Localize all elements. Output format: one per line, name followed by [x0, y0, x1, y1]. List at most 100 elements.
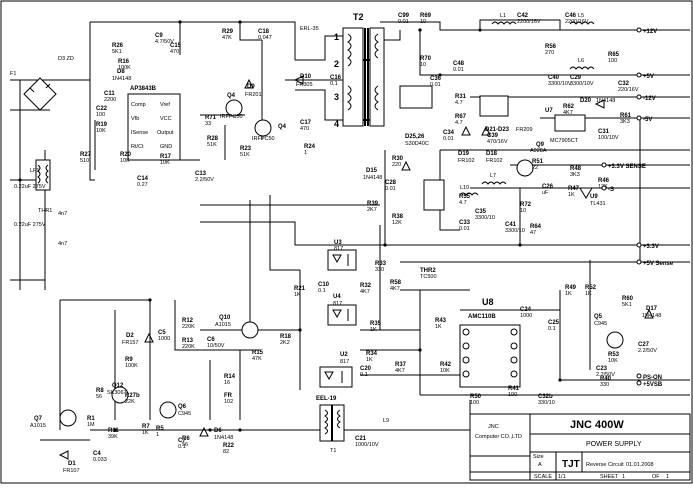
u1-pin-vref: Vref: [160, 102, 170, 108]
passive-ref: R58: [390, 280, 402, 286]
thermistor-label: THR1: [38, 208, 52, 214]
passive-value: 33: [205, 121, 211, 127]
passive-value: 47K: [252, 356, 262, 362]
passive-ref: R61: [620, 113, 632, 119]
passive-ref: C13: [195, 171, 207, 177]
passive-value: 3300/10: [475, 215, 495, 221]
d21-part: FR209: [516, 127, 533, 133]
passive-value: 22: [532, 165, 538, 171]
passive-ref: R48: [570, 166, 582, 172]
u9-part: TL431: [590, 201, 606, 207]
passive-value: 10: [520, 208, 526, 214]
title-scale-value: 1/1: [558, 474, 566, 480]
passive-value: 0.1: [548, 326, 556, 332]
passive-value: 3K3: [620, 119, 630, 125]
u4-ref: U4: [333, 294, 341, 300]
bridge-rectifier: [23, 77, 57, 111]
q7-ref: Q7: [34, 416, 43, 422]
passive-ref: R22: [223, 443, 235, 449]
passive-value: 10: [420, 19, 426, 25]
bulk-cap2-label: 4n7: [58, 241, 67, 247]
title-size-label: Size: [533, 454, 544, 460]
u9-ref: U9: [590, 194, 598, 200]
passive-value: 3K3: [570, 172, 580, 178]
passive-value: 100K: [118, 65, 131, 71]
title-size-value: A: [538, 462, 542, 468]
d21-ref: D21-D23: [485, 127, 510, 133]
passive-ref: C27: [638, 342, 650, 348]
passive-value: 100: [470, 400, 479, 406]
passive-ref: R21: [294, 286, 306, 292]
u1-pin-gnd: GND: [160, 144, 172, 150]
passive-value: 270: [545, 50, 554, 56]
q10-ref: Q10: [219, 315, 231, 321]
passive-ref: R42: [440, 362, 452, 368]
passive-ref: R37: [395, 362, 407, 368]
passive-value: 102: [224, 399, 233, 405]
passive-value: 0.1: [360, 372, 368, 378]
d18-ref: D18: [486, 151, 498, 157]
d1-ref: D1: [68, 461, 76, 467]
passive-value: 1K: [366, 357, 373, 363]
passive-value: 2200: [104, 97, 116, 103]
passive-ref: R12: [182, 318, 194, 324]
t2-pin-3: 3: [334, 92, 339, 102]
passive-value: 1M: [87, 422, 95, 428]
passive-value: 0.1: [330, 81, 338, 87]
passive-value: 470/16V: [487, 139, 508, 145]
d15-part: 1N4148: [363, 175, 382, 181]
passive-value: 0.01: [398, 19, 409, 25]
passive-value: 330: [375, 267, 384, 273]
u2-ref: U2: [340, 352, 348, 358]
passive-ref: C25: [548, 320, 560, 326]
passive-value: 100/10V: [598, 135, 619, 141]
passive-ref: C34: [443, 130, 455, 136]
passive-value: 1: [156, 432, 159, 438]
u7-ref: U7: [545, 108, 553, 114]
d10-ref: D10: [300, 74, 312, 80]
title-company-line2: Computer CO.,LTD: [475, 434, 522, 440]
passive-value: 4.7: [455, 100, 463, 106]
passive-ref: FR: [224, 393, 233, 399]
opto-u4: U4 817: [327, 294, 357, 326]
q7-part: A1015: [30, 423, 46, 429]
title-model: JNC 400W: [570, 419, 624, 431]
passive-value: 2.2/50V: [638, 348, 657, 354]
passive-ref: R30: [392, 156, 404, 162]
passive-value: 4.7: [459, 200, 467, 206]
fuse-label: F1: [10, 71, 16, 77]
passive-ref: R35: [370, 321, 382, 327]
passive-value: 1K: [565, 291, 572, 297]
d20-part: 1N4148: [596, 98, 615, 104]
u1-pin-comp: Comp: [131, 102, 146, 108]
d20-ref: D20: [580, 98, 592, 104]
title-sheet-value: 1: [622, 474, 625, 480]
d6-ref: D6: [214, 428, 222, 434]
rail-minus5v: -5V: [643, 117, 652, 123]
passive-ref: R65: [608, 52, 620, 58]
passive-value: 3300/10V: [548, 81, 572, 87]
passive-value: 10: [420, 62, 426, 68]
u1-pin-output: Output: [157, 130, 174, 136]
passive-value: 82: [223, 449, 229, 455]
q4a-part: IRFPC50: [220, 114, 243, 120]
passive-value: 1K: [585, 291, 592, 297]
rail-minus-s: -S: [608, 187, 614, 193]
opto-u3: U3 817: [327, 240, 357, 271]
d17-ref: D17: [646, 306, 658, 312]
passive-ref: R31: [455, 94, 467, 100]
d18-part: FR102: [486, 158, 503, 164]
l7-label: L7: [490, 173, 496, 179]
zener-label: D3 ZD: [58, 56, 74, 62]
passive-ref: R71: [205, 115, 217, 121]
d25-part: S30D40C: [405, 141, 429, 147]
passive-ref: C23: [596, 366, 608, 372]
d19-part: FR102: [458, 158, 475, 164]
q9-part: A928A: [530, 148, 547, 154]
transformer-t2: T2 ERL-35 1 2 3 4: [300, 12, 385, 129]
ic-u1-part: AP3843B: [130, 86, 157, 92]
t2-pin-1: 1: [334, 32, 339, 42]
passive-value: 1K: [294, 292, 301, 298]
passive-ref: R39: [367, 201, 379, 207]
title-sheet-label: SHEET: [600, 474, 619, 480]
